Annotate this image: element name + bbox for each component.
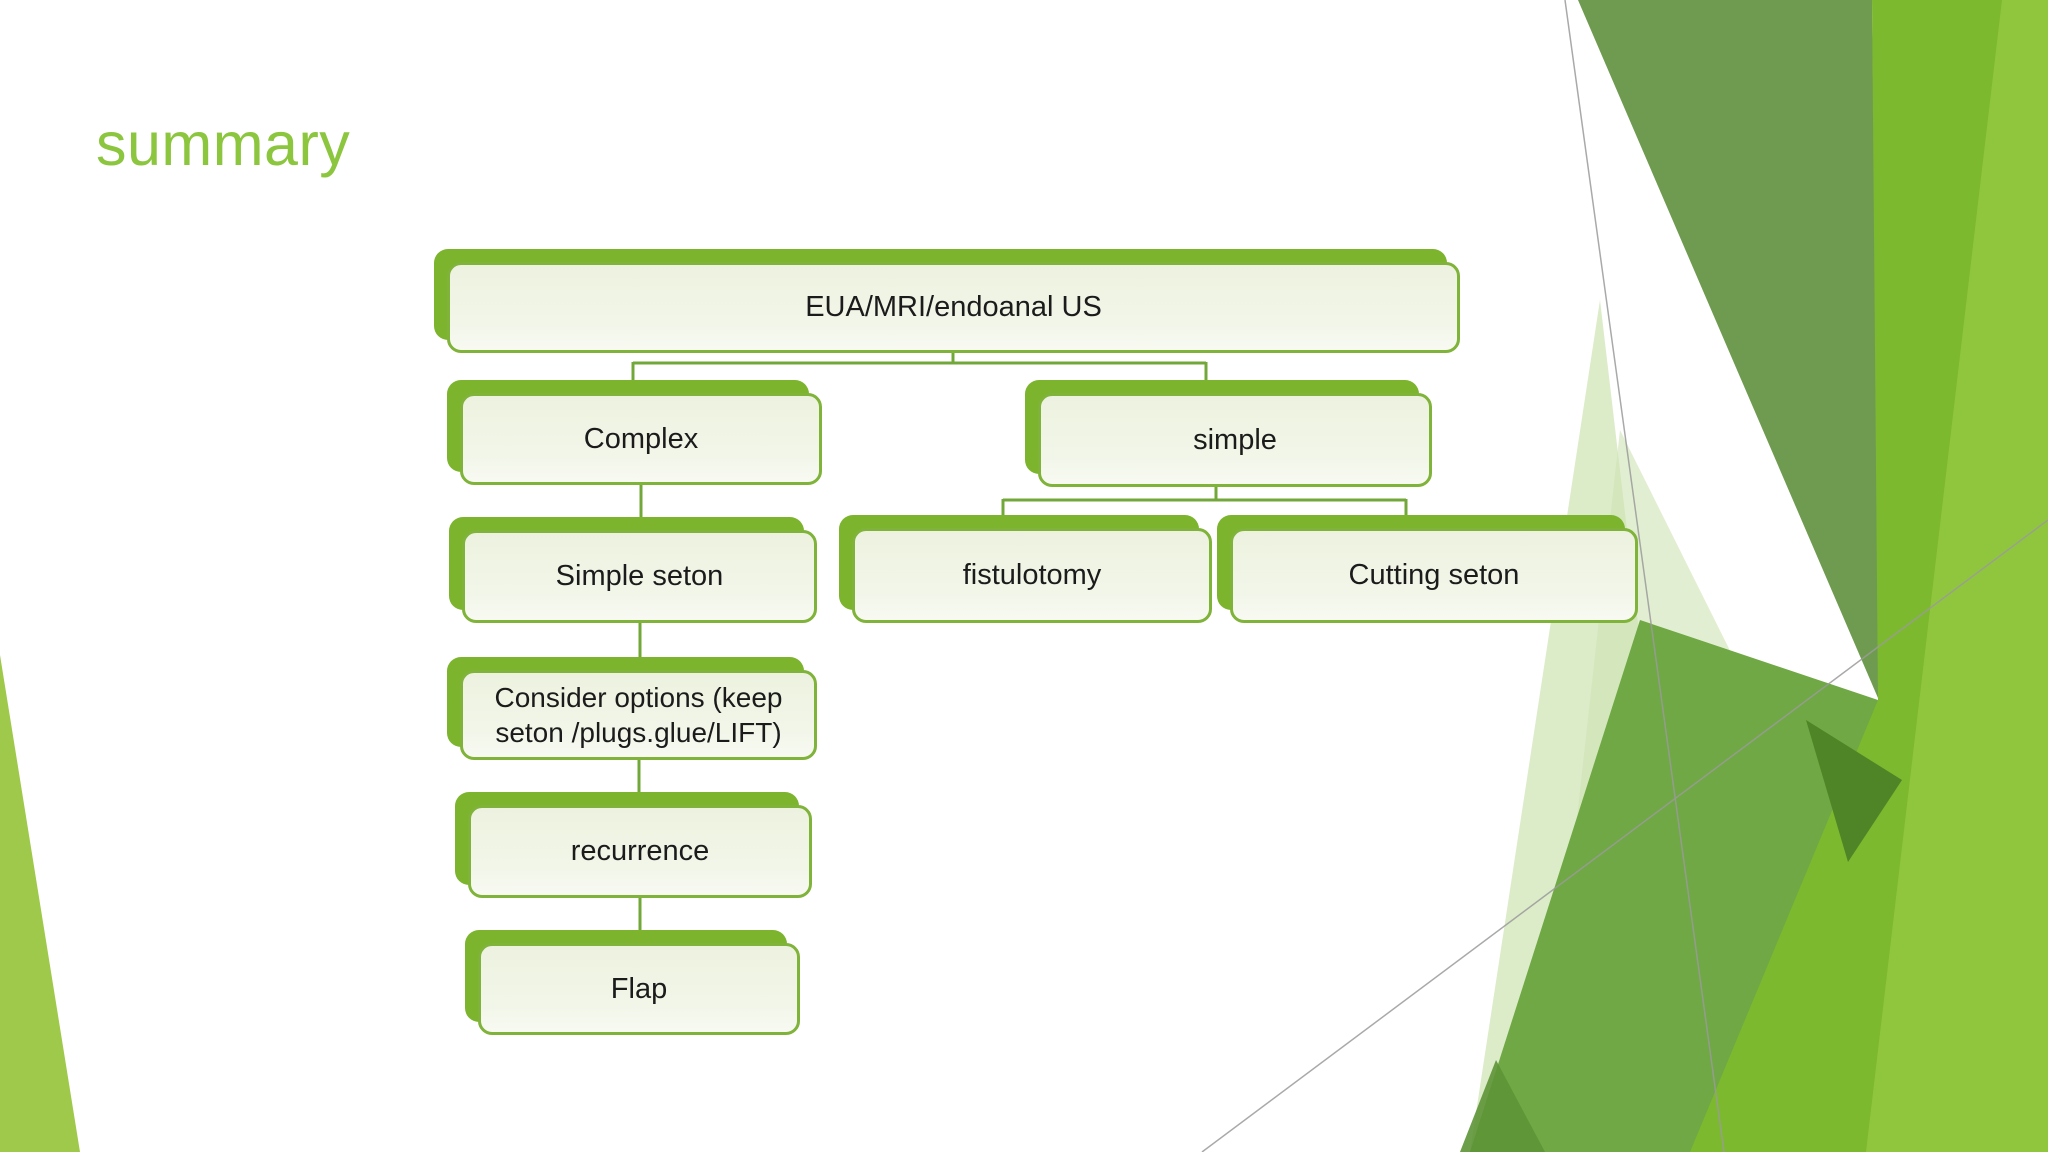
node-cutting-seton-label: Cutting seton (1348, 559, 1520, 592)
decor-left-wedge (0, 655, 80, 1152)
gray-diagonal-line-1 (1564, 0, 1725, 1152)
node-cutting-seton: Cutting seton (1217, 515, 1638, 623)
node-fistulotomy-label: fistulotomy (962, 559, 1102, 592)
node-flap: Flap (465, 930, 800, 1035)
node-flap-box: Flap (478, 943, 800, 1035)
node-complex-label: Complex (583, 422, 699, 455)
decor-light-band (1866, 0, 2048, 1152)
node-simple-seton-box: Simple seton (462, 530, 817, 623)
node-root-box: EUA/MRI/endoanal US (447, 262, 1460, 353)
node-simple-box: simple (1038, 393, 1432, 487)
decor-dark-triangle-2 (1460, 1060, 1545, 1152)
node-root-label: EUA/MRI/endoanal US (805, 291, 1102, 324)
node-recurrence: recurrence (455, 792, 812, 898)
slide-title: summary (96, 110, 351, 178)
node-cutting-seton-box: Cutting seton (1230, 528, 1638, 623)
node-complex: Complex (447, 380, 822, 485)
decor-gray-lines (1201, 0, 2048, 1152)
node-consider-options-label: Consider options (keep seton /plugs.glue… (494, 682, 783, 748)
node-simple-seton-label: Simple seton (555, 560, 724, 593)
node-consider-options: Consider options (keep seton /plugs.glue… (447, 657, 817, 760)
node-recurrence-box: recurrence (468, 805, 812, 898)
node-flap-label: Flap (610, 972, 668, 1005)
node-simple-label: simple (1193, 423, 1277, 456)
node-complex-box: Complex (460, 393, 822, 485)
node-fistulotomy: fistulotomy (839, 515, 1212, 623)
node-consider-options-box: Consider options (keep seton /plugs.glue… (460, 670, 817, 760)
decor-dark-triangle (1806, 720, 1902, 862)
gray-diagonal-line-2 (1201, 519, 2048, 1152)
node-simple-seton: Simple seton (449, 517, 817, 623)
node-root: EUA/MRI/endoanal US (434, 249, 1460, 353)
node-fistulotomy-box: fistulotomy (852, 528, 1212, 623)
node-recurrence-label: recurrence (570, 835, 710, 868)
node-simple: simple (1025, 380, 1432, 487)
decor-olive-triangle (1578, 0, 1881, 705)
